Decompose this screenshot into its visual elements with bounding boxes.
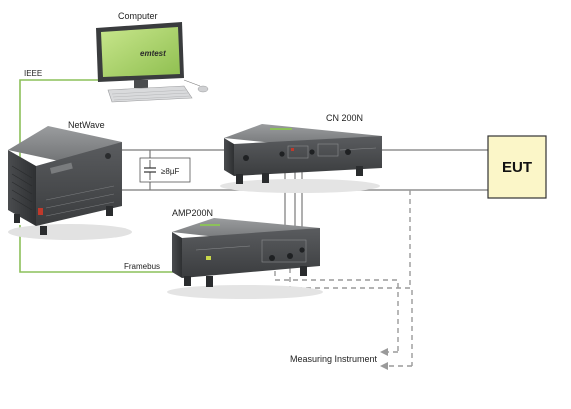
label-netwave: NetWave xyxy=(68,120,105,130)
eut-box: EUT xyxy=(487,135,547,199)
ieee-line xyxy=(19,79,112,165)
control-lines xyxy=(19,79,200,273)
amp200n-connector-1 xyxy=(269,255,275,261)
framebus-line xyxy=(19,225,200,273)
label-measuring-instrument: Measuring Instrument xyxy=(290,354,378,364)
amp200n-indicator xyxy=(206,256,211,260)
cn200n-connector-4 xyxy=(345,149,351,155)
amp200n-front xyxy=(182,228,320,278)
amp200n-panel-lines xyxy=(195,239,307,263)
netwave-panel-grid xyxy=(45,185,115,217)
netwave-foot-3 xyxy=(106,206,113,216)
capacitor-frame xyxy=(139,157,191,183)
arrow-head-2 xyxy=(380,362,388,370)
cn200n-left xyxy=(224,138,234,176)
cn200n-green-strip xyxy=(270,128,292,130)
label-eut: EUT xyxy=(502,159,532,176)
monitor-screen xyxy=(101,27,180,77)
cn200n-shadow xyxy=(220,179,380,193)
cn200n-connector-2 xyxy=(279,151,285,157)
netwave-foot-1 xyxy=(14,214,20,223)
label-cn200n: CN 200N xyxy=(326,113,363,123)
amp200n-green-strip xyxy=(200,224,220,226)
amp200n-foot-2 xyxy=(206,276,213,287)
label-amp200n: AMP200N xyxy=(172,208,213,218)
amp200n-device xyxy=(167,218,323,299)
mouse xyxy=(197,85,209,93)
amp200n-connector-2 xyxy=(287,253,293,259)
cn200n-foot-1 xyxy=(236,174,243,184)
amp200n-connector-3 xyxy=(299,247,305,253)
measure-line-1 xyxy=(274,262,399,352)
netwave-foot-2 xyxy=(40,226,47,235)
amp200n-foot-1 xyxy=(184,276,191,286)
monitor-stand xyxy=(134,80,148,88)
netwave-knob xyxy=(105,153,111,159)
cn200n-connector-3 xyxy=(309,149,315,155)
label-ieee: IEEE xyxy=(24,69,42,78)
netwave-display xyxy=(49,162,73,174)
capacitor-box: ≥8µF xyxy=(139,157,191,183)
label-framebus: Framebus xyxy=(124,262,160,271)
cn200n-foot-2 xyxy=(262,173,269,183)
label-computer: Computer xyxy=(118,11,158,21)
measuring-arrows xyxy=(380,348,388,370)
eut-rect xyxy=(487,135,547,199)
keyboard-keys xyxy=(111,89,191,101)
netwave-shadow xyxy=(8,224,132,240)
screen-brand-text: emtest xyxy=(140,49,166,58)
amp200n-foot-3 xyxy=(300,266,307,276)
netwave-red-button xyxy=(38,208,43,215)
netwave-device xyxy=(8,126,132,240)
cn200n-red-dot xyxy=(291,148,294,151)
label-capacitor: ≥8µF xyxy=(161,167,179,176)
keyboard xyxy=(107,85,193,103)
cn200n-panel-lines xyxy=(287,143,377,159)
amp200n-left xyxy=(172,232,182,278)
computer: emtest xyxy=(96,22,209,103)
cn200n-connector-1 xyxy=(243,155,249,161)
netwave-vents xyxy=(11,165,33,211)
cn200n-foot-3 xyxy=(356,166,363,176)
cn200n-device xyxy=(220,124,382,193)
arrow-head-1 xyxy=(380,348,388,356)
amp200n-shadow xyxy=(167,285,323,299)
mouse-cable xyxy=(183,79,201,87)
measure-line-2 xyxy=(289,268,413,366)
